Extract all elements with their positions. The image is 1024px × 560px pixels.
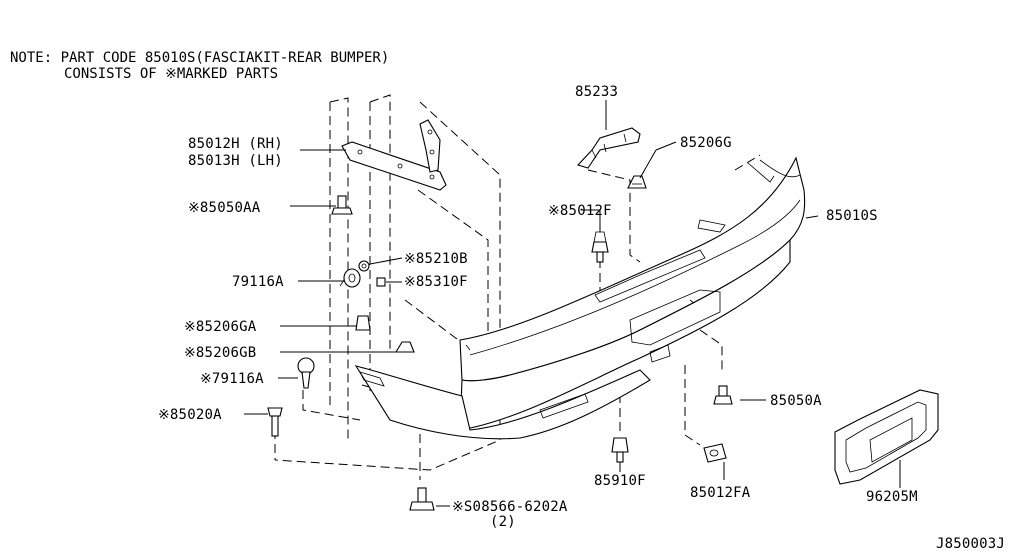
label-08566-qty: (2) xyxy=(490,514,516,530)
bolt-08566 xyxy=(409,487,435,511)
rivet-79116A-star xyxy=(297,357,315,389)
label-79116A-star: ※79116A xyxy=(200,371,264,387)
bumper-bracket xyxy=(341,119,447,191)
grommet-79116A xyxy=(339,268,361,288)
label-85206GB: ※85206GB xyxy=(184,345,256,361)
diagram-code: J850003J xyxy=(936,536,1005,552)
license-pad-96205M xyxy=(834,389,939,485)
clip-85206G xyxy=(627,175,647,189)
screw-85020A xyxy=(267,407,283,437)
label-85910F: 85910F xyxy=(594,473,646,489)
label-85233: 85233 xyxy=(575,84,618,100)
label-85210B: ※85210B xyxy=(404,251,468,267)
label-85050A: 85050A xyxy=(770,393,822,409)
part-85233 xyxy=(576,127,641,169)
label-85012FA: 85012FA xyxy=(690,485,751,501)
note-line-2: CONSISTS OF ※MARKED PARTS xyxy=(64,66,278,82)
label-85010S: 85010S xyxy=(826,208,878,224)
clip-85206GB xyxy=(395,341,415,353)
label-85012F: ※85012F xyxy=(548,203,612,219)
rear-bumper-fascia xyxy=(354,156,806,440)
nut-85310F xyxy=(376,277,386,287)
label-85020A: ※85020A xyxy=(158,407,222,423)
screw-85012FA xyxy=(703,443,727,463)
label-85206G: 85206G xyxy=(680,135,732,151)
clip-85012F xyxy=(591,231,609,263)
leader-lines xyxy=(244,100,901,488)
fastener-85050AA xyxy=(331,195,353,215)
clip-85206GA xyxy=(355,315,371,331)
label-85012H: 85012H (RH) xyxy=(188,136,283,152)
nut-85210B xyxy=(358,260,370,272)
label-79116A: 79116A xyxy=(232,274,284,290)
label-96205M: 96205M xyxy=(866,489,918,505)
label-08566: ※S08566-6202A xyxy=(452,499,568,515)
label-85050AA: ※85050AA xyxy=(188,200,261,216)
label-85310F: ※85310F xyxy=(404,274,468,290)
label-85206GA: ※85206GA xyxy=(184,319,257,335)
screw-85050A xyxy=(713,385,733,405)
note-line-1: NOTE: PART CODE 85010S(FASCIAKIT-REAR BU… xyxy=(10,50,389,66)
clip-85910F xyxy=(611,437,629,463)
label-85013H: 85013H (LH) xyxy=(188,153,283,169)
